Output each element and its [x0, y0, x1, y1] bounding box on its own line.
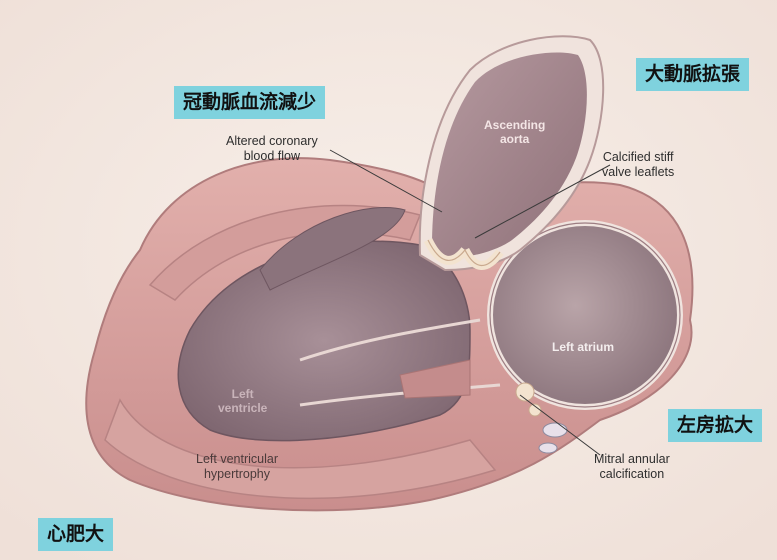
label-left-ventricle: Left ventricle — [218, 387, 267, 415]
callout-cardiomegaly: 心肥大 — [38, 518, 113, 551]
label-left-atrium: Left atrium — [552, 340, 614, 354]
label-mitral-calcification: Mitral annular calcification — [594, 452, 670, 482]
callout-aortic-dilation: 大動脈拡張 — [636, 58, 749, 91]
label-lv-hypertrophy: Left ventricular hypertrophy — [196, 452, 278, 482]
callout-coronary-flow: 冠動脈血流減少 — [174, 86, 325, 119]
label-ascending-aorta: Ascending aorta — [484, 118, 545, 146]
label-altered-coronary: Altered coronary blood flow — [226, 134, 318, 164]
label-calcified-leaflets: Calcified stiff valve leaflets — [602, 150, 674, 180]
callout-atrial-enlargement: 左房拡大 — [668, 409, 762, 442]
